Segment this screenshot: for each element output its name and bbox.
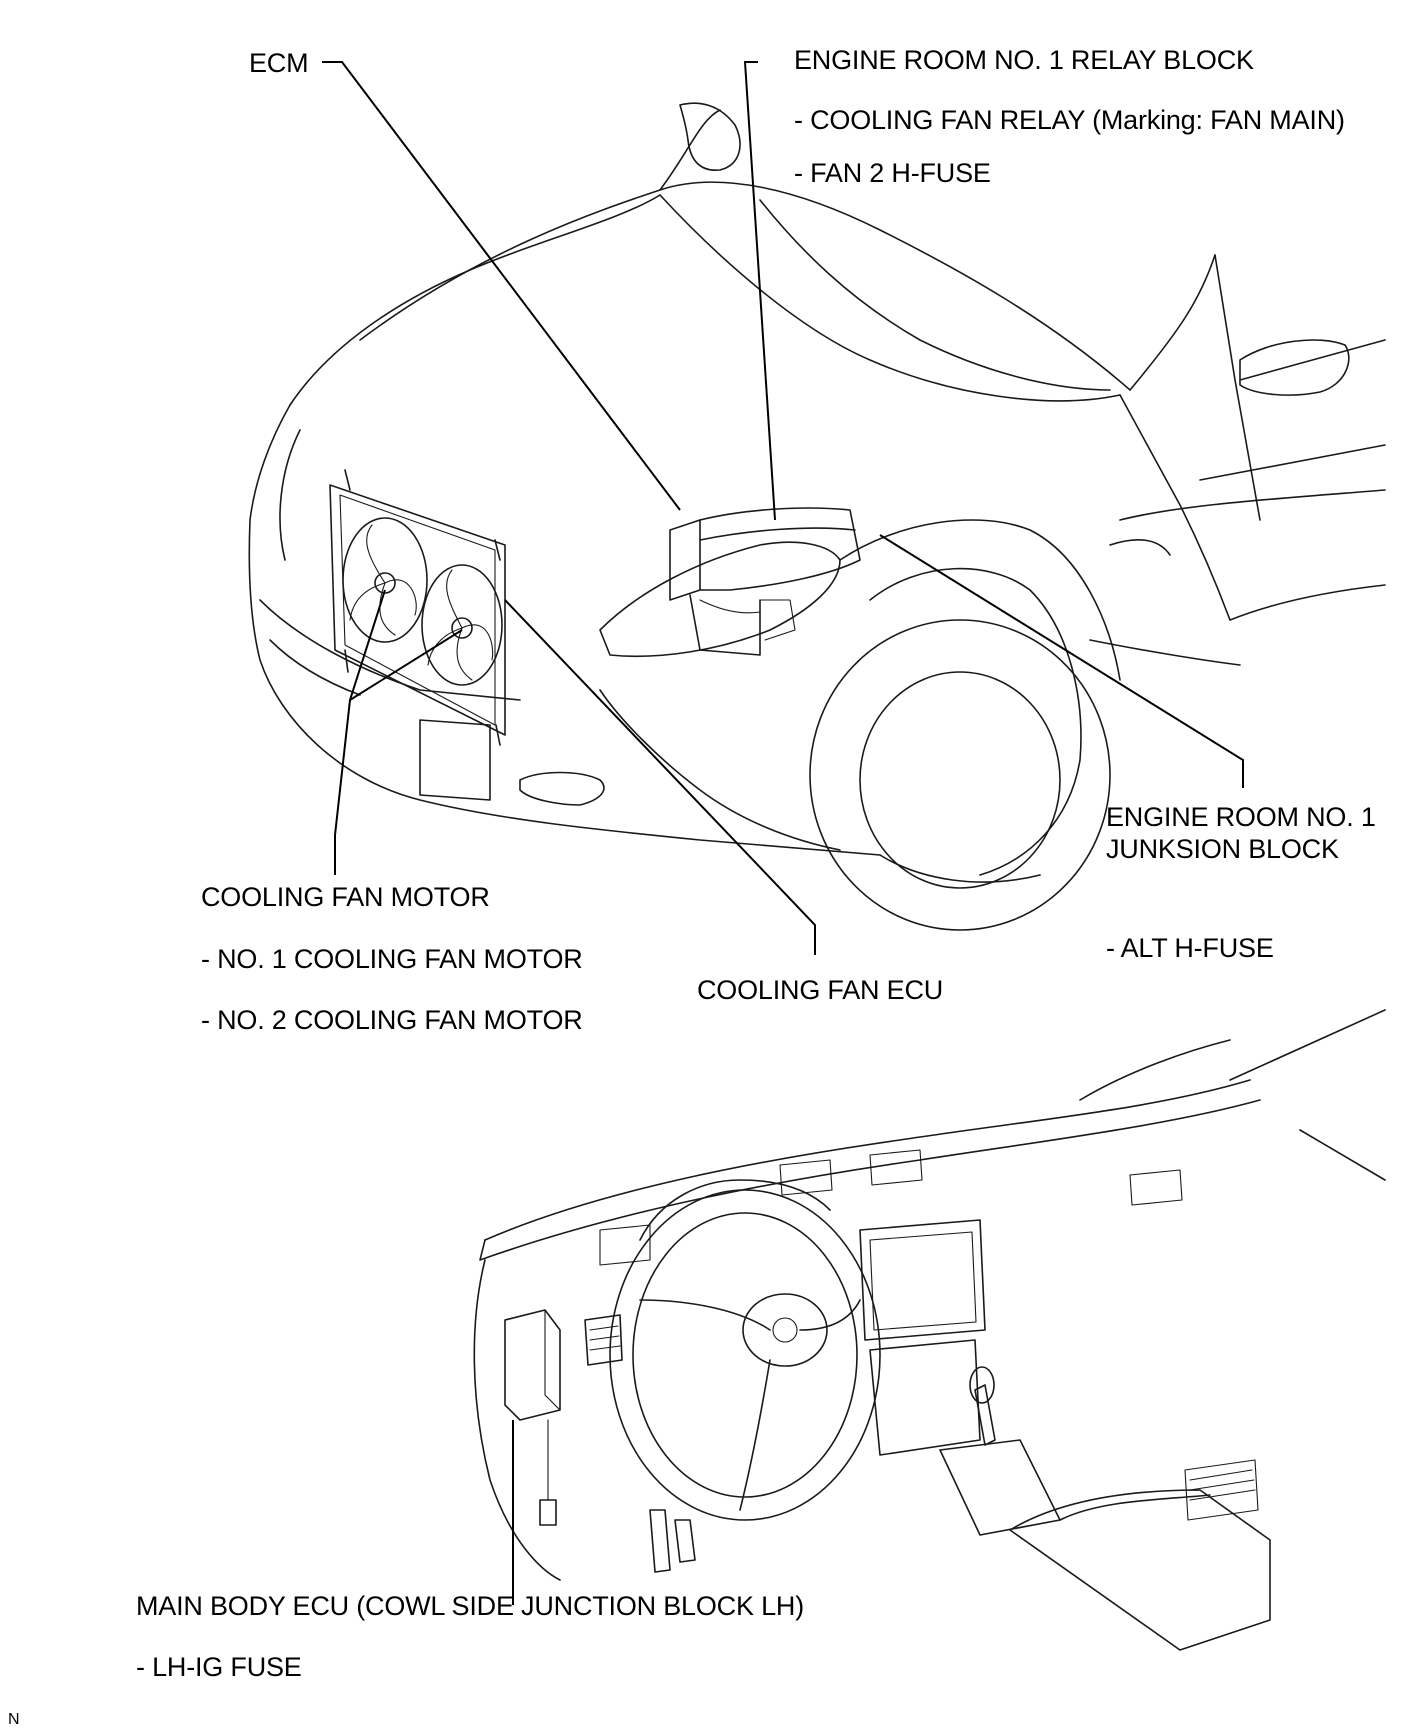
cooling-fan-ecu-label: COOLING FAN ECU [697,975,944,1005]
cooling-fan-motor-item: - NO. 1 COOLING FAN MOTOR [201,944,583,974]
cooling-fan-motor-item: - NO. 2 COOLING FAN MOTOR [201,1005,583,1035]
er-relay-block-title: ENGINE ROOM NO. 1 RELAY BLOCK [794,45,1254,75]
leader-lines [322,61,1244,1605]
er-relay-block-item: - COOLING FAN RELAY (Marking: FAN MAIN) [794,105,1345,135]
er-junction-block-item: - ALT H-FUSE [1106,933,1274,963]
main-body-ecu-title: MAIN BODY ECU (COWL SIDE JUNCTION BLOCK … [136,1591,804,1621]
er-junction-block-title-line1: ENGINE ROOM NO. 1 [1106,802,1376,832]
car-front-illustration [248,102,1386,931]
er-junction-block-title-line2: JUNKSION BLOCK [1106,834,1339,864]
corner-mark: N [8,1711,20,1728]
er-relay-block-item: - FAN 2 H-FUSE [794,158,991,188]
cooling-fan-motor-title: COOLING FAN MOTOR [201,882,490,912]
ecm-label: ECM [249,48,309,78]
interior-dashboard-illustration [473,1009,1386,1651]
main-body-ecu-item: - LH-IG FUSE [136,1652,302,1682]
